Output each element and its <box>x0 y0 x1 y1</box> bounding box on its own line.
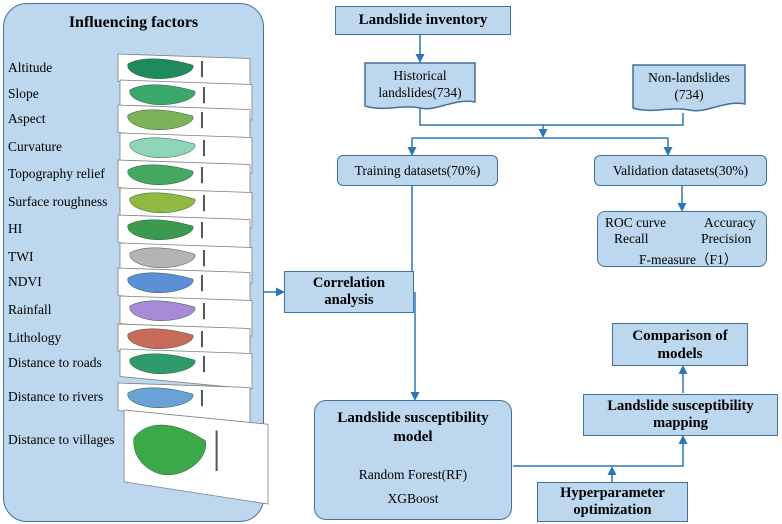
model-title-line1: Landslide susceptibility <box>337 410 489 426</box>
landslide-inventory-title: Landslide inventory <box>358 12 488 28</box>
correlation-line2: analysis <box>324 292 374 308</box>
non-landslides-line2: (734) <box>674 87 704 102</box>
model-title-line2: model <box>393 429 433 445</box>
factor-label: Distance to villages <box>8 432 115 447</box>
metric-precision: Precision <box>701 231 752 246</box>
correlation-line1: Correlation <box>312 275 386 291</box>
factor-label: Distance to roads <box>8 355 102 370</box>
factor-label: Aspect <box>8 111 46 126</box>
factor-label: Altitude <box>8 60 53 75</box>
metric-recall: Recall <box>614 231 649 246</box>
factor-label: Topography relief <box>8 166 105 181</box>
validation-datasets-box: Validation datasets(30%) <box>594 155 767 186</box>
factor-map-thumbnail <box>123 409 269 505</box>
factor-label: HI <box>8 221 23 236</box>
historical-line2: landslides(734) <box>378 85 462 100</box>
model-xgboost: XGBoost <box>387 491 439 506</box>
hyperparameter-optimization-box: Hyperparameter optimization <box>537 482 688 522</box>
line-merge-samples <box>419 106 684 126</box>
factor-label: NDVI <box>8 274 42 289</box>
mapping-line2: mapping <box>653 415 708 431</box>
metric-accuracy: Accuracy <box>704 215 756 230</box>
mapping-line1: Landslide susceptibility <box>607 398 754 414</box>
influencing-factors-title: Influencing factors <box>68 14 199 31</box>
evaluation-metrics-box: ROC curve Accuracy Recall Precision F-me… <box>597 211 767 267</box>
comparison-of-models-box: Comparison of models <box>612 323 748 366</box>
factor-label: TWI <box>8 249 34 264</box>
non-landslides-line1: Non-landslides <box>648 70 730 85</box>
historical-landslides-shape <box>364 62 476 110</box>
model-random-forest: Random Forest(RF) <box>358 467 468 482</box>
factor-label: Lithology <box>8 330 62 345</box>
factor-label: Surface roughness <box>8 194 108 209</box>
factor-map-thumbnail <box>119 348 253 390</box>
metric-roc-curve: ROC curve <box>605 215 667 230</box>
susceptibility-model-box: Landslide susceptibility model Random Fo… <box>314 400 512 520</box>
historical-line1: Historical <box>393 68 447 83</box>
historical-landslides-label: Historical landslides(734) <box>364 64 476 104</box>
factor-label: Slope <box>8 86 39 101</box>
comparison-line1: Comparison of <box>632 327 728 344</box>
factor-label: Curvature <box>8 139 62 154</box>
model-title: Landslide susceptibility model <box>315 409 511 447</box>
metric-f-measure: F-measure（F1） <box>639 252 738 267</box>
factor-label: Distance to rivers <box>8 389 104 404</box>
correlation-analysis-box: Correlation analysis <box>284 271 414 313</box>
hyperparameter-line1: Hyperparameter <box>560 485 665 501</box>
validation-datasets-label: Validation datasets(30%) <box>612 162 749 178</box>
non-landslides-shape <box>632 64 746 112</box>
comparison-line2: models <box>657 345 703 362</box>
susceptibility-mapping-box: Landslide susceptibility mapping <box>583 394 778 436</box>
training-datasets-box: Training datasets(70%) <box>337 155 498 186</box>
factor-label: Rainfall <box>8 302 52 317</box>
non-landslides-label: Non-landslides (734) <box>632 66 746 106</box>
training-datasets-label: Training datasets(70%) <box>354 162 481 178</box>
landslide-inventory-box: Landslide inventory <box>335 6 511 35</box>
hyperparameter-line2: optimization <box>573 502 652 518</box>
arrow-model-to-mapping <box>513 435 688 467</box>
